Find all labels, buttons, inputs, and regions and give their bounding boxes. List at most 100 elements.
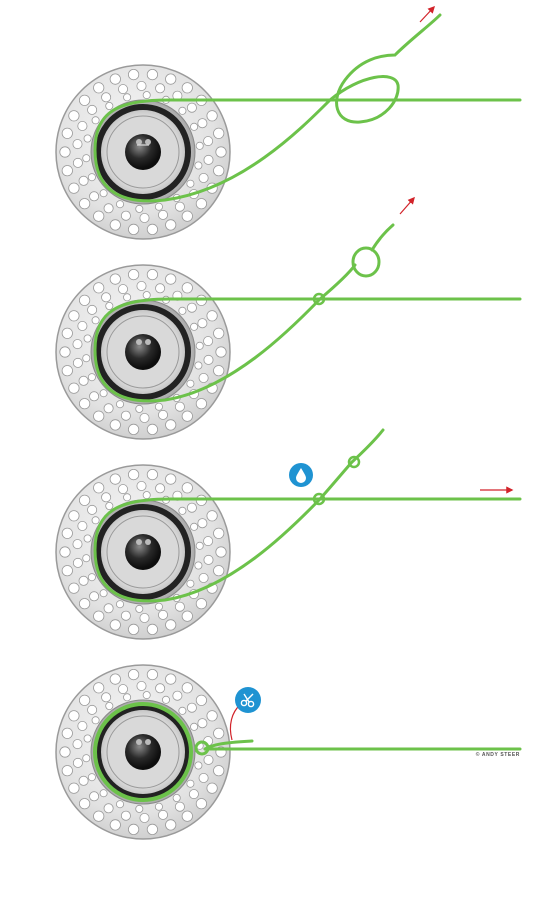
spool-hole: [181, 482, 193, 494]
spool-hole: [178, 706, 187, 715]
spool-hole: [165, 673, 177, 685]
spool-hole: [195, 798, 208, 810]
spool-hole: [157, 809, 168, 820]
water-drop-icon: [289, 463, 313, 487]
spool-hole: [190, 322, 199, 331]
spool-hole: [93, 410, 105, 422]
spool-hole: [78, 798, 91, 810]
spool-hole: [155, 83, 166, 94]
spool-hole: [61, 365, 73, 377]
spool-hole: [72, 757, 83, 768]
spool-hole: [203, 336, 214, 347]
spool: [55, 664, 231, 840]
spool-hole: [103, 403, 114, 414]
spool-hole: [128, 823, 140, 836]
spool-hole: [72, 157, 83, 168]
spool-hole: [82, 754, 91, 763]
spool-hole: [109, 419, 121, 431]
spool-hole: [78, 694, 91, 706]
spool-hole: [139, 213, 150, 224]
spool-hole: [136, 481, 147, 492]
pull-arrow: [419, 5, 435, 23]
spool-hole: [178, 106, 187, 115]
step-4: [55, 664, 522, 840]
spool-hole: [120, 610, 131, 621]
spool-hole: [115, 800, 124, 809]
spool-hole: [68, 310, 80, 322]
spool-hole: [206, 782, 218, 794]
spool-hole: [142, 691, 151, 700]
spool-hole: [123, 93, 132, 102]
spool-hole: [78, 294, 91, 306]
spool-hole: [93, 482, 105, 494]
spool-hole: [93, 610, 105, 622]
spool-hole: [61, 127, 73, 139]
spool-hole: [203, 154, 214, 165]
fishing-line: [93, 223, 522, 403]
spool-hole: [195, 198, 208, 210]
spool-hole: [109, 219, 121, 231]
spool-hole: [93, 210, 105, 222]
spool-hole: [72, 357, 83, 368]
spool-hole: [109, 273, 121, 285]
spool-hole: [109, 473, 121, 485]
spool-hole: [83, 534, 92, 543]
spool-hole: [188, 789, 199, 800]
spool-hole: [195, 341, 204, 350]
spool-hole: [146, 223, 158, 236]
spool-hole: [146, 269, 158, 281]
spool-hole: [68, 182, 80, 194]
spool-hole: [178, 506, 187, 515]
spool-hole: [165, 219, 177, 231]
spool-hole: [165, 619, 177, 631]
spool-hole: [165, 273, 177, 285]
spool-hole: [99, 789, 108, 798]
step-1: [55, 5, 522, 240]
spool-hole: [87, 304, 98, 315]
spool-hole: [93, 82, 105, 94]
spool-hole: [91, 716, 100, 725]
spool-hole: [203, 354, 214, 365]
spool-hole: [117, 284, 128, 295]
spool-hole: [87, 573, 96, 582]
spool-hole: [155, 683, 166, 694]
spool-hole: [146, 623, 158, 636]
trim-arrow: [229, 704, 241, 741]
spool-hole: [72, 539, 83, 550]
spool-hole: [72, 739, 83, 750]
spool-hole: [68, 110, 80, 122]
spool-hole: [198, 172, 209, 183]
spool-hole: [103, 603, 114, 614]
spool-hole: [123, 693, 132, 702]
spool-hole: [93, 810, 105, 822]
spool-hole: [87, 104, 98, 115]
spool-hole: [105, 702, 114, 711]
spool-hole: [203, 136, 214, 147]
spool-hole: [178, 306, 187, 315]
spool-hole: [215, 346, 227, 358]
spool-hole: [61, 727, 73, 739]
spool-hole: [213, 327, 225, 339]
spool-hole: [190, 522, 199, 531]
step-3: [55, 428, 522, 640]
spool-hole: [117, 484, 128, 495]
spool-hole: [203, 754, 214, 765]
spool-hole: [142, 291, 151, 300]
spool-hole: [68, 582, 80, 594]
spool-hole: [165, 419, 177, 431]
spool-hole: [68, 710, 80, 722]
spool-hole: [83, 134, 92, 143]
spool-hole: [194, 361, 203, 370]
spool-hole: [87, 504, 98, 515]
spool-hole: [120, 810, 131, 821]
spool-hole: [78, 94, 91, 106]
spool-holes: [59, 469, 227, 636]
fishing-line: [93, 428, 522, 603]
spool-hole: [83, 734, 92, 743]
spool-hole: [115, 400, 124, 409]
spool-hole: [115, 200, 124, 209]
spool-hole: [68, 782, 80, 794]
spool-hole: [194, 161, 203, 170]
spool-hole: [194, 561, 203, 570]
